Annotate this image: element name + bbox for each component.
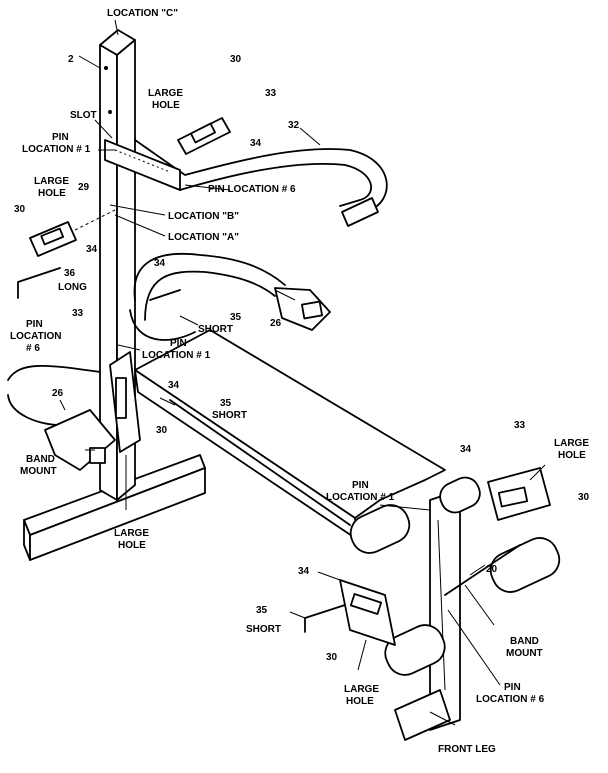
label-pin-loc-6-top: PIN LOCATION # 6: [208, 184, 296, 195]
label-34-left: 34: [86, 244, 98, 255]
label-pin-loc-1-right-b: LOCATION # 1: [326, 492, 395, 503]
label-30-right: 30: [578, 492, 590, 503]
seat-bench: [134, 329, 446, 541]
label-33-mid: 33: [72, 308, 84, 319]
label-2: 2: [68, 54, 74, 65]
plate-34-front: [339, 579, 396, 646]
plate-34-left: [29, 209, 116, 257]
label-large-hole-right-2: HOLE: [558, 450, 586, 461]
label-short-front: SHORT: [246, 624, 281, 635]
label-large-hole-bottom-1: LARGE: [114, 528, 149, 539]
lower-roller-26: [7, 364, 116, 471]
label-29: 29: [78, 182, 90, 193]
label-36: 36: [64, 268, 76, 279]
label-front-leg: FRONT LEG: [438, 744, 496, 755]
label-short-mid: SHORT: [198, 324, 233, 335]
label-34-lower: 34: [168, 380, 180, 391]
label-32: 32: [288, 120, 300, 131]
label-34-mid: 34: [154, 258, 166, 269]
label-33-top: 33: [265, 88, 277, 99]
label-slot: SLOT: [70, 110, 97, 121]
pin-36-long: [17, 267, 61, 299]
plate-34-right: [487, 467, 551, 521]
label-pin-loc-1-mid-b: LOCATION # 1: [142, 350, 211, 361]
label-location-c: LOCATION "C": [107, 8, 178, 19]
label-35-lower: 35: [220, 398, 232, 409]
plate-34-top: [177, 117, 231, 155]
label-large-hole-top-1: LARGE: [148, 88, 183, 99]
label-34-top: 34: [250, 138, 262, 149]
label-large-hole-bottom-2: HOLE: [118, 540, 146, 551]
label-26-left: 26: [52, 388, 64, 399]
plate-34-lower: [109, 351, 141, 453]
label-band-mount-left-1: BAND: [26, 454, 55, 465]
label-30-left: 30: [14, 204, 26, 215]
label-location-b: LOCATION "B": [168, 211, 239, 222]
label-large-hole-right-1: LARGE: [554, 438, 589, 449]
label-pin-loc-6-front-a: PIN: [504, 682, 521, 693]
label-short-lower: SHORT: [212, 410, 247, 421]
label-large-hole-front-1: LARGE: [344, 684, 379, 695]
label-band-mount-right-1: BAND: [510, 636, 539, 647]
label-pin-loc-1-mid-a: PIN: [170, 338, 187, 349]
label-large-hole-front-2: HOLE: [346, 696, 374, 707]
label-large-hole-left-2: HOLE: [38, 188, 66, 199]
label-30-front: 30: [326, 652, 338, 663]
label-34-right: 34: [460, 444, 472, 455]
label-35-front: 35: [256, 605, 268, 616]
label-30-lower: 30: [156, 425, 168, 436]
front-rollers-20: [349, 476, 561, 676]
label-pin-loc-1-right-a: PIN: [352, 480, 369, 491]
label-35-mid: 35: [230, 312, 242, 323]
label-pin-loc-6-left-b: LOCATION: [10, 331, 61, 342]
label-pin-loc-1-top-a: PIN: [52, 132, 69, 143]
label-long: LONG: [58, 282, 87, 293]
label-33-right: 33: [514, 420, 526, 431]
label-pin-loc-6-left-a: PIN: [26, 319, 43, 330]
lower-handle-26: [129, 252, 331, 341]
label-26-right: 26: [270, 318, 282, 329]
label-34-front: 34: [298, 566, 310, 577]
label-pin-loc-6-front-b: LOCATION # 6: [476, 694, 545, 705]
pin-35-short-mid: [149, 289, 181, 301]
label-20: 20: [486, 564, 498, 575]
leader-lines: [59, 19, 546, 726]
label-band-mount-left-2: MOUNT: [20, 466, 57, 477]
label-30-top: 30: [230, 54, 242, 65]
label-pin-loc-1-top-b: LOCATION # 1: [22, 144, 91, 155]
upper-handle-32: [104, 139, 388, 227]
label-location-a: LOCATION "A": [168, 232, 239, 243]
pin-35-front: [304, 604, 346, 633]
label-band-mount-right-2: MOUNT: [506, 648, 543, 659]
label-large-hole-left-1: LARGE: [34, 176, 69, 187]
label-pin-loc-6-left-c: # 6: [26, 343, 40, 354]
label-large-hole-top-2: HOLE: [152, 100, 180, 111]
text-labels: LOCATION "C" 2 30 LARGE HOLE 33 32 SLOT …: [10, 8, 590, 755]
